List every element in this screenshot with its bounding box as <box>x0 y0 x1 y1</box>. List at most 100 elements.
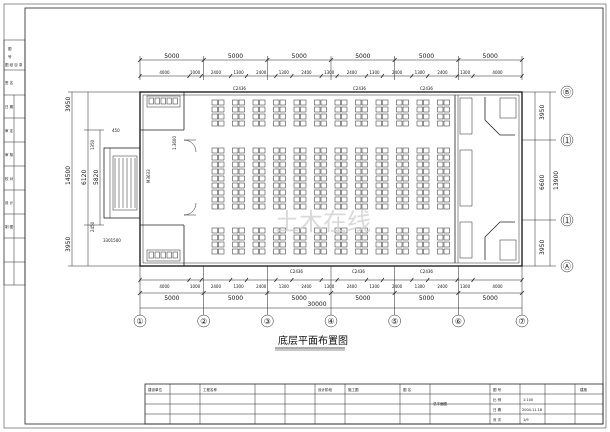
seat <box>320 227 327 234</box>
seat <box>437 227 444 234</box>
axis-label: ③ <box>264 317 271 326</box>
tb-cell: 图 名 <box>403 387 411 392</box>
seat <box>218 120 225 127</box>
seat <box>218 234 225 241</box>
seat <box>402 182 409 189</box>
seat <box>443 241 450 248</box>
seat <box>238 99 245 106</box>
seat <box>238 234 245 241</box>
seat <box>423 99 430 106</box>
seat <box>314 161 321 168</box>
seat <box>375 120 382 127</box>
dim-tick <box>187 73 191 79</box>
seat <box>273 227 280 234</box>
seat <box>396 241 403 248</box>
side-strip-cell: 设 计 <box>5 200 14 205</box>
dim-tick <box>228 73 233 79</box>
seat <box>218 196 225 203</box>
left-dim-small: 450 <box>112 128 120 133</box>
seat <box>211 241 218 248</box>
seat <box>232 227 239 234</box>
side-strip-cell: 日 期 <box>5 104 14 109</box>
seat <box>443 106 450 113</box>
seat <box>211 234 218 241</box>
top-inner-dim: 2400 <box>211 70 222 75</box>
seat <box>300 120 307 127</box>
seat <box>341 182 348 189</box>
seat <box>382 161 389 168</box>
seating-grid <box>211 99 450 255</box>
bottom-inner-dim: 1300 <box>324 284 335 289</box>
seat <box>375 168 382 175</box>
seat <box>382 248 389 255</box>
seat <box>218 106 225 113</box>
seat <box>232 106 239 113</box>
dim-tick <box>274 73 278 79</box>
seat <box>211 189 218 196</box>
bench-seat <box>166 251 172 259</box>
seat <box>300 234 307 241</box>
seat <box>396 99 403 106</box>
seat <box>252 168 259 175</box>
seat <box>437 241 444 248</box>
seat <box>293 182 300 189</box>
top-inner-dim: 1300 <box>279 70 290 75</box>
seat <box>382 120 389 127</box>
seat <box>259 161 266 168</box>
seat <box>314 99 321 106</box>
seat <box>314 175 321 182</box>
seat <box>238 175 245 182</box>
dim-tick <box>380 73 385 79</box>
seat <box>314 168 321 175</box>
bottom-outer-dim: 5000 <box>164 295 179 302</box>
seat <box>416 189 423 196</box>
seat <box>320 161 327 168</box>
seat <box>259 182 266 189</box>
bench-seat <box>148 97 154 105</box>
window-tag: C2436 <box>290 269 303 274</box>
seat <box>320 234 327 241</box>
seat <box>273 175 280 182</box>
seat <box>232 168 239 175</box>
axis-bubble <box>261 314 274 328</box>
seat <box>443 234 450 241</box>
seat <box>300 241 307 248</box>
seat <box>334 99 341 106</box>
tb-cell: 施工图 <box>348 387 359 392</box>
tb-cell: 工程名称 <box>203 387 217 392</box>
seat <box>423 168 430 175</box>
seat <box>355 234 362 241</box>
seat <box>238 120 245 127</box>
seat <box>443 203 450 210</box>
dim-tick <box>409 277 414 283</box>
dim-tick <box>187 277 191 283</box>
seat <box>375 154 382 161</box>
seat <box>218 168 225 175</box>
bottom-outer-dim: 5000 <box>483 295 498 302</box>
seat <box>300 168 307 175</box>
seat <box>416 113 423 120</box>
seat <box>355 196 362 203</box>
dim-tick <box>244 73 249 79</box>
seat <box>279 196 286 203</box>
dim-tick <box>199 277 204 283</box>
seat <box>279 182 286 189</box>
seat <box>443 175 450 182</box>
seat <box>252 147 259 154</box>
side-strip-cell: 图 纸 目 录 <box>5 62 23 67</box>
seat <box>300 113 307 120</box>
dim-tick <box>319 277 324 283</box>
tb-cell: 日 期 <box>493 407 502 412</box>
seat <box>211 106 218 113</box>
dim-tick <box>328 290 334 296</box>
seat <box>279 241 286 248</box>
seat <box>232 241 239 248</box>
seat <box>320 99 327 106</box>
seat <box>273 203 280 210</box>
seat <box>375 161 382 168</box>
seat <box>211 154 218 161</box>
seat <box>437 106 444 113</box>
seat <box>361 241 368 248</box>
seat <box>293 161 300 168</box>
tb-cell: 2004.11.18 <box>522 408 542 412</box>
